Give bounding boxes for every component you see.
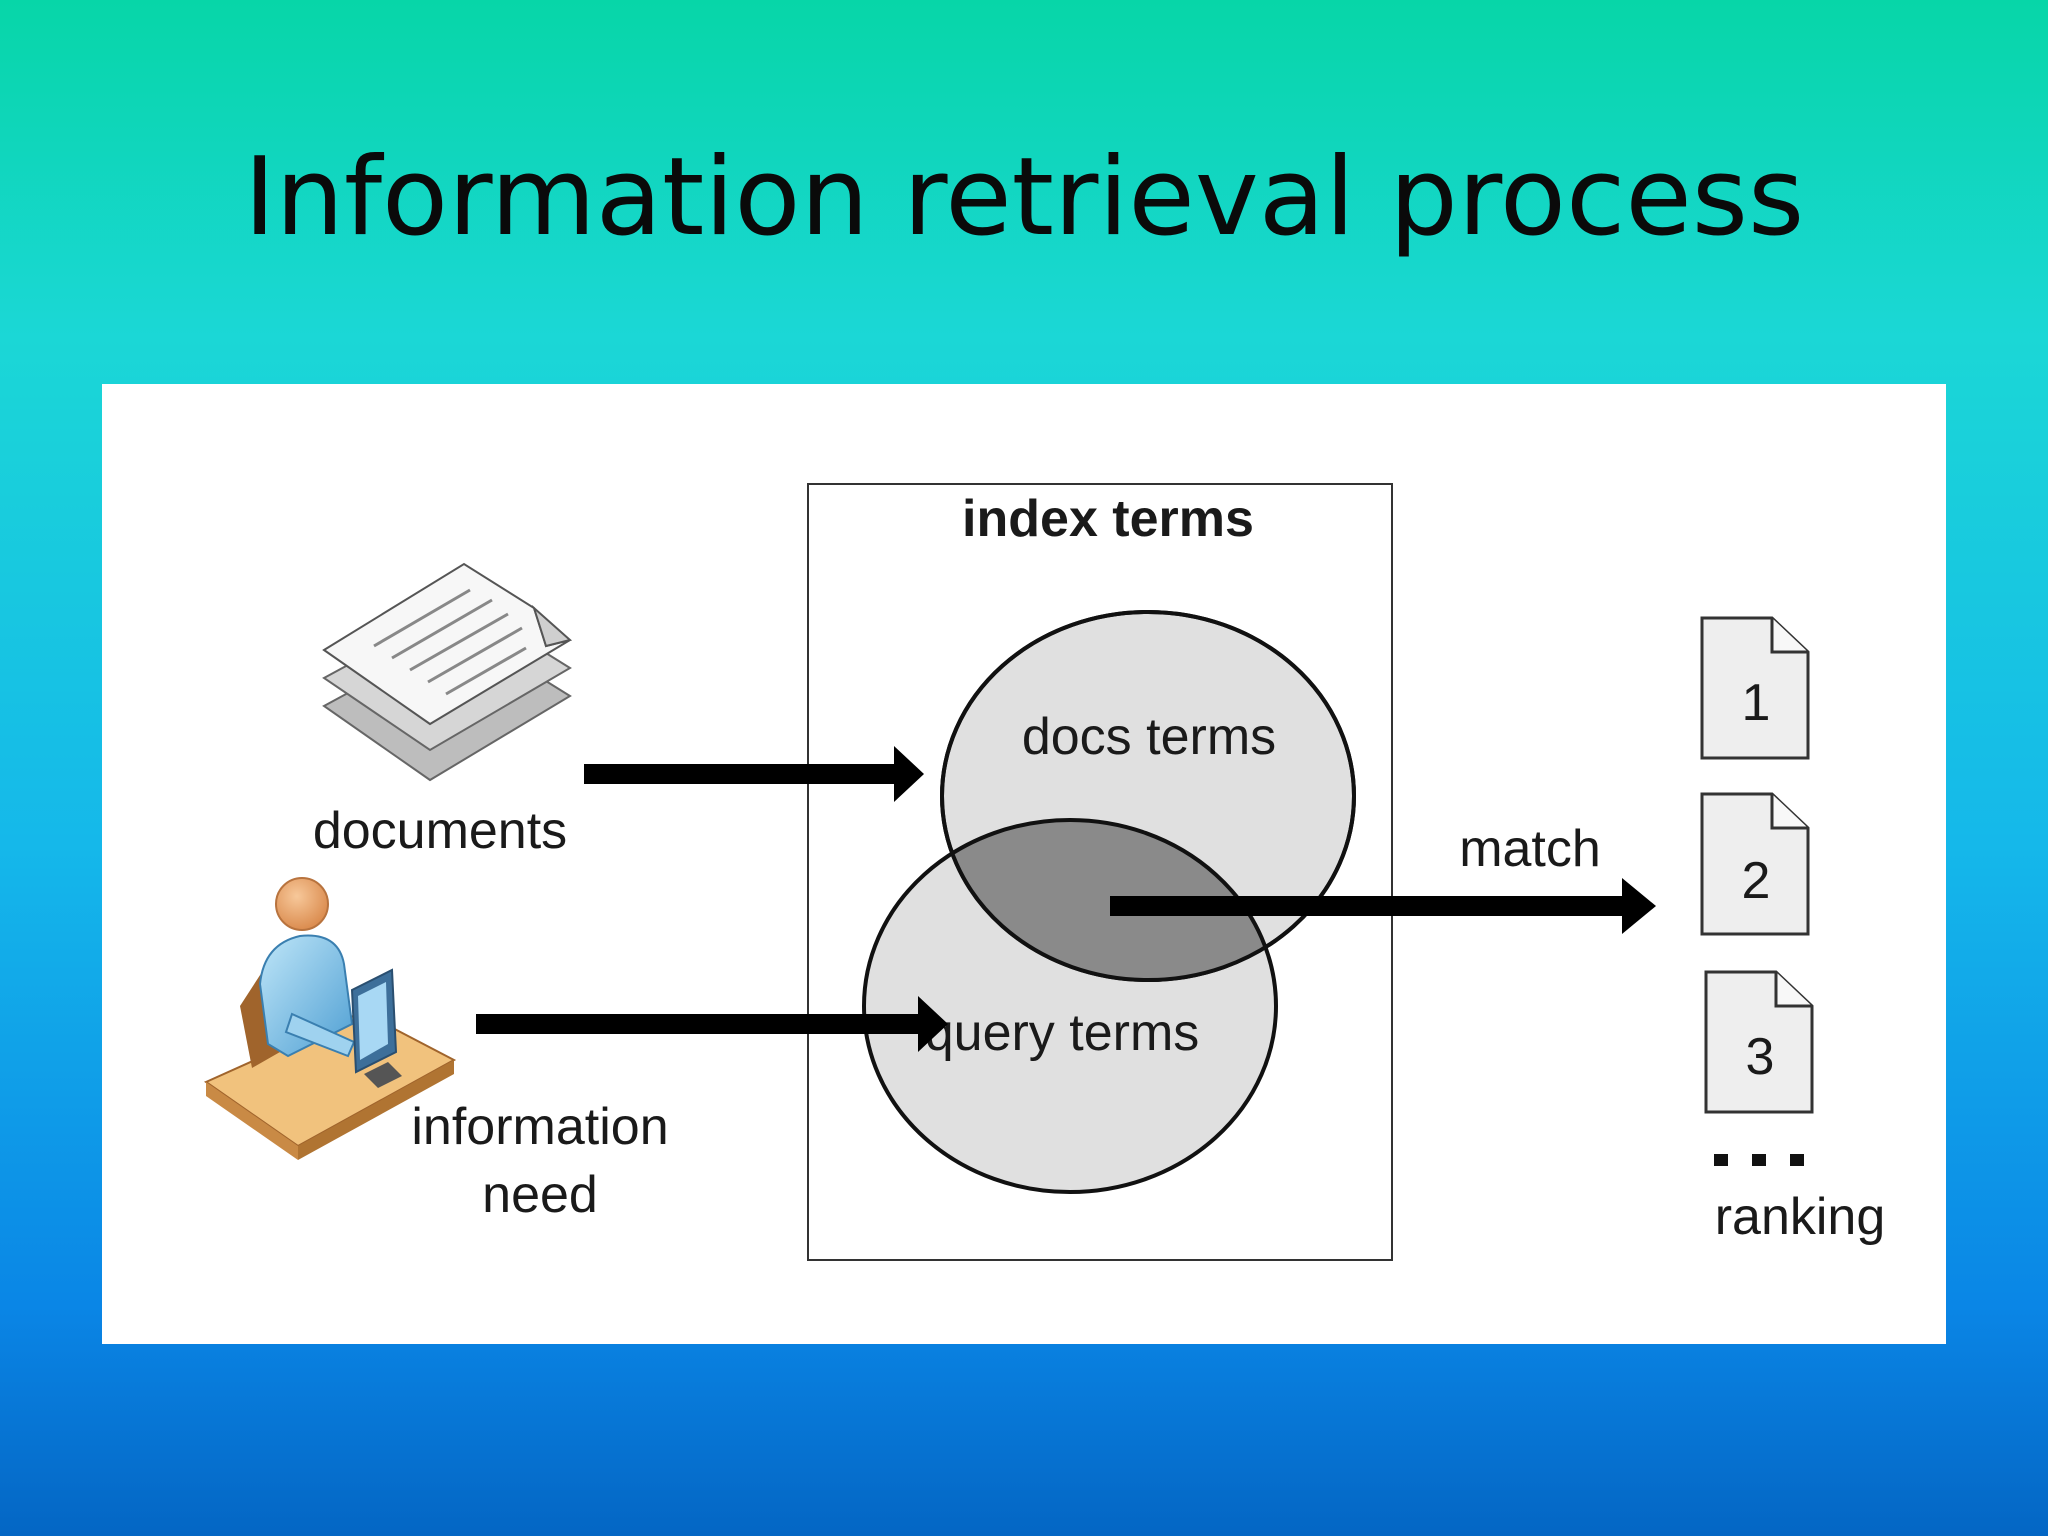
need-label: need bbox=[482, 1166, 598, 1224]
rank-3-label: 3 bbox=[1746, 1028, 1775, 1086]
arrow-documents-to-index bbox=[584, 746, 924, 802]
information-label: information bbox=[411, 1098, 668, 1156]
slide-title: Information retrieval process bbox=[243, 135, 1805, 260]
user-at-computer-icon bbox=[203, 877, 457, 1160]
more-results-dots bbox=[1714, 1154, 1804, 1166]
match-label: match bbox=[1459, 820, 1601, 878]
documents-label: documents bbox=[313, 802, 567, 860]
ranked-document-icon: 3 bbox=[1704, 970, 1814, 1114]
ranking-label: ranking bbox=[1715, 1188, 1886, 1246]
rank-1-label: 1 bbox=[1742, 674, 1771, 732]
diagram-panel: index terms docs terms query terms docum… bbox=[102, 384, 1946, 1344]
rank-2-label: 2 bbox=[1742, 852, 1771, 910]
docs-terms-label: docs terms bbox=[1022, 708, 1276, 766]
arrow-match-to-ranking bbox=[1110, 878, 1656, 934]
ir-process-diagram: index terms docs terms query terms docum… bbox=[203, 483, 1886, 1261]
docs-terms-outline bbox=[940, 610, 1356, 982]
ranked-document-icon: 1 bbox=[1700, 616, 1810, 760]
document-stack-icon bbox=[322, 562, 573, 782]
ranked-document-icon: 2 bbox=[1700, 792, 1810, 936]
query-terms-outline bbox=[942, 818, 1278, 980]
query-terms-label: query terms bbox=[925, 1004, 1200, 1062]
index-terms-label: index terms bbox=[962, 490, 1254, 548]
arrow-need-to-index bbox=[476, 996, 948, 1052]
